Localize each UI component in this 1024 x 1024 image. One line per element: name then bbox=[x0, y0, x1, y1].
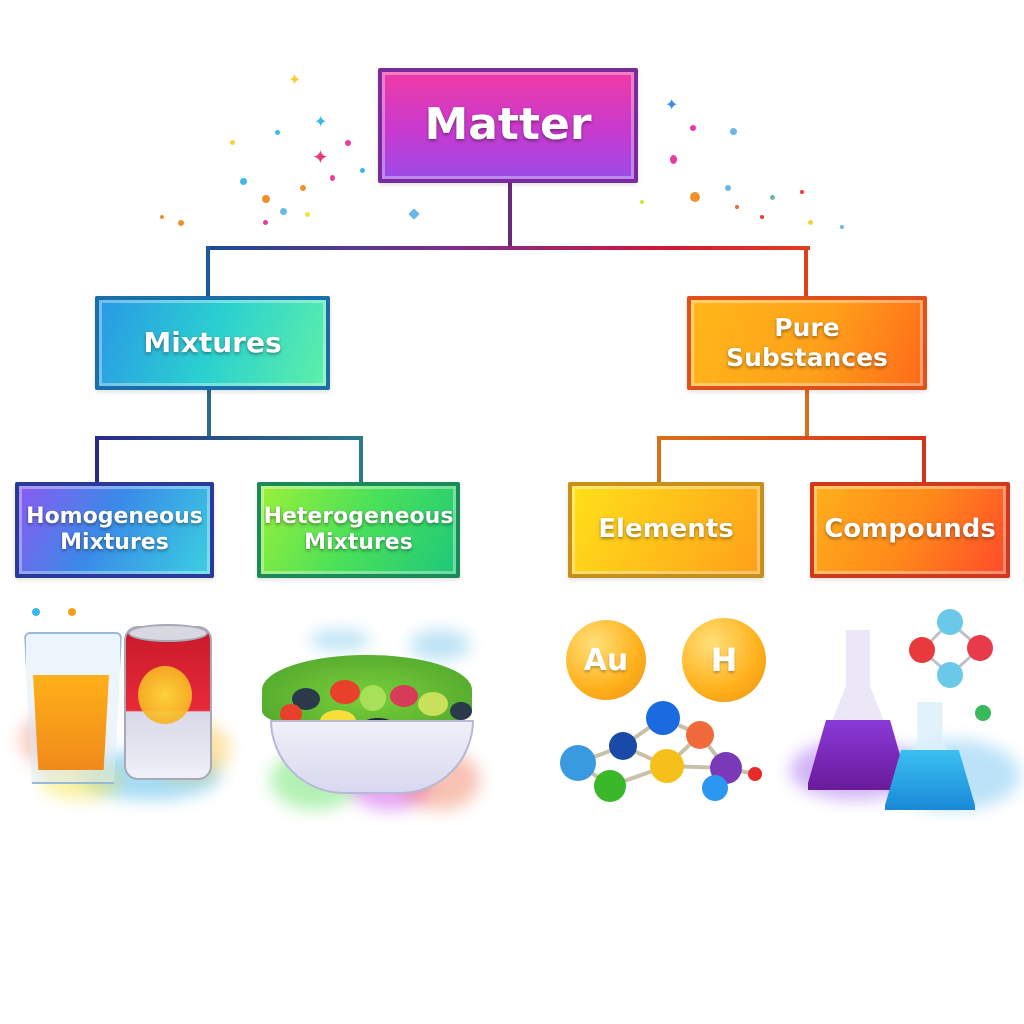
node-homogeneous-line1: Homogeneous bbox=[26, 503, 203, 529]
node-mixtures: Mixtures bbox=[95, 296, 330, 390]
node-homogeneous-mixtures: Homogeneous Mixtures bbox=[15, 482, 214, 578]
node-elements-label: Elements bbox=[598, 514, 734, 545]
connector-pure-down bbox=[805, 390, 809, 440]
node-homogeneous-line2: Mixtures bbox=[60, 530, 169, 555]
node-heterogeneous-mixtures: Heterogeneous Mixtures bbox=[257, 482, 460, 578]
hydrogen-symbol: H bbox=[710, 641, 738, 679]
connector-mixtures-horizontal bbox=[95, 436, 363, 440]
node-matter-label: Matter bbox=[424, 99, 592, 151]
hydrogen-element-sphere: H bbox=[682, 618, 766, 702]
connector-to-heterogeneous bbox=[359, 436, 363, 484]
juice-icon bbox=[33, 675, 109, 770]
gold-symbol: Au bbox=[583, 642, 629, 678]
node-heterogeneous-line2: Mixtures bbox=[304, 530, 413, 555]
node-compounds-label: Compounds bbox=[824, 514, 996, 545]
node-mixtures-label: Mixtures bbox=[143, 326, 282, 360]
connector-root-down bbox=[508, 183, 512, 249]
node-pure-substances-label: Pure Substances bbox=[726, 313, 888, 372]
connector-to-elements bbox=[657, 436, 661, 484]
connector-mixtures-down bbox=[207, 390, 211, 440]
node-elements: Elements bbox=[568, 482, 764, 578]
node-pure-substances: Pure Substances bbox=[687, 296, 927, 390]
illustration-elements: Au H bbox=[550, 600, 780, 840]
connector-to-mixtures bbox=[206, 246, 210, 298]
illustration-salad-bowl bbox=[250, 600, 490, 840]
illustration-juice-and-soda bbox=[0, 600, 240, 840]
connector-to-compounds bbox=[922, 436, 926, 484]
connector-pure-horizontal bbox=[657, 436, 926, 440]
node-compounds: Compounds bbox=[810, 482, 1010, 578]
gold-element-sphere: Au bbox=[566, 620, 646, 700]
connector-to-pure-substances bbox=[804, 246, 808, 298]
connector-root-horizontal bbox=[206, 246, 810, 250]
illustration-compounds bbox=[790, 590, 1024, 830]
connector-to-homogeneous bbox=[95, 436, 99, 484]
node-matter: Matter bbox=[378, 68, 638, 183]
node-heterogeneous-line1: Heterogeneous bbox=[263, 503, 454, 529]
